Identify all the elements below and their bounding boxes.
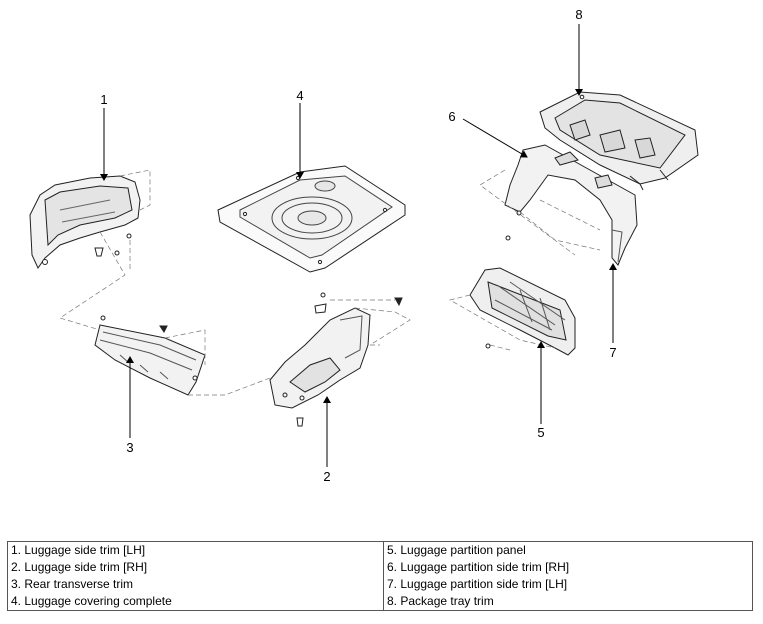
legend-row: 4. Luggage covering complete 8. Package … — [7, 593, 753, 611]
part-4-luggage-covering — [217, 165, 406, 273]
callout-8: 8 — [575, 7, 582, 22]
callout-6: 6 — [448, 109, 455, 124]
legend-item-5: 5. Luggage partition panel — [383, 541, 753, 559]
legend-row: 3. Rear transverse trim 7. Luggage parti… — [7, 576, 753, 593]
parts-legend-table: 1. Luggage side trim [LH] 5. Luggage par… — [7, 541, 753, 611]
callout-5: 5 — [537, 425, 544, 440]
exploded-parts-diagram: 1 2 3 4 5 6 7 8 — [29, 7, 699, 484]
part-5-luggage-partition-panel — [469, 267, 576, 356]
dashed-guides-3 — [164, 329, 271, 396]
fasteners-6 — [505, 235, 511, 241]
dashed-guides-6 — [479, 169, 601, 256]
part-8-package-tray-trim — [539, 91, 699, 191]
fasteners-1 — [94, 233, 132, 257]
legend-item-8: 8. Package tray trim — [383, 593, 753, 611]
callout-3: 3 — [126, 440, 133, 455]
legend-item-7: 7. Luggage partition side trim [LH] — [383, 576, 753, 593]
part-1-luggage-side-trim-lh — [29, 175, 141, 269]
fasteners-5 — [485, 343, 491, 349]
callout-7: 7 — [609, 345, 616, 360]
fasteners-2 — [296, 292, 403, 427]
part-6-7-luggage-partition-frame — [504, 144, 638, 266]
part-2-luggage-side-trim-rh — [269, 307, 371, 409]
dashed-guides-5 — [449, 294, 556, 351]
leader-arrows — [100, 24, 617, 467]
fasteners-3 — [100, 315, 198, 381]
part-3-rear-transverse-trim — [94, 324, 206, 396]
legend-item-3: 3. Rear transverse trim — [7, 576, 384, 593]
legend-row: 1. Luggage side trim [LH] 5. Luggage par… — [7, 541, 753, 559]
legend-item-6: 6. Luggage partition side trim [RH] — [383, 559, 753, 576]
callout-4: 4 — [296, 88, 303, 103]
legend-item-2: 2. Luggage side trim [RH] — [7, 559, 384, 576]
legend-item-1: 1. Luggage side trim [LH] — [7, 541, 384, 559]
callout-1: 1 — [100, 92, 107, 107]
legend-row: 2. Luggage side trim [RH] 6. Luggage par… — [7, 559, 753, 576]
dashed-guides-2 — [330, 299, 411, 346]
dashed-guides-1 — [59, 169, 151, 331]
legend-item-4: 4. Luggage covering complete — [7, 593, 384, 611]
callout-2: 2 — [323, 469, 330, 484]
